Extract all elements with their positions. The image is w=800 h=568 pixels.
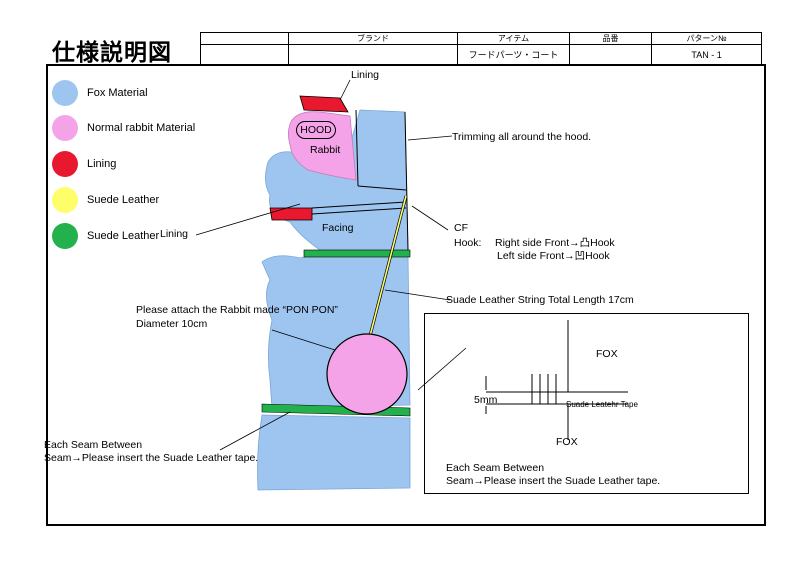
rabbit-hood-area	[288, 111, 357, 181]
legend-swatch	[52, 115, 78, 141]
label-inset-5mm: 5mm	[474, 394, 498, 406]
legend-suede-yellow: Suede Leather	[48, 186, 218, 216]
label-seam-inset-1: Each Seam Between	[446, 462, 545, 474]
seam-detail-inset	[424, 313, 749, 494]
legend-label: Normal rabbit Material	[87, 122, 196, 134]
label-hook: Hook:	[454, 237, 482, 249]
label-facing: Facing	[322, 222, 354, 234]
label-cf: CF	[454, 222, 468, 234]
drawing-frame	[46, 64, 766, 526]
legend-label: Suede Leather	[87, 230, 160, 242]
hood-tag: HOOD	[296, 121, 336, 139]
legend-swatch	[52, 80, 78, 106]
label-pompon-1: Please attach the Rabbit made “PON PON”	[136, 304, 338, 316]
page-title: 仕様説明図	[52, 40, 172, 66]
legend-label: Suede Leather	[87, 194, 160, 206]
fox-bottom-body	[257, 414, 411, 491]
label-pompon-2: Diameter 10cm	[136, 318, 208, 330]
label-hook-left: Left side Front→凹Hook	[497, 250, 610, 262]
legend-label: Fox Material	[87, 87, 148, 99]
label-inset-fox-top: FOX	[596, 348, 618, 360]
label-trimming: Trimming all around the hood.	[452, 131, 592, 143]
legend-rabbit: Normal rabbit Material	[48, 114, 218, 144]
label-inset-fox-bottom: FOX	[556, 436, 578, 448]
legend-swatch	[52, 151, 78, 177]
header-table: ブランド アイテム 品番 パターン№ フードパーツ・コート TAN - 1	[200, 32, 762, 65]
label-seam-left-1: Each Seam Between	[44, 439, 143, 451]
label-lining-left: Lining	[160, 228, 189, 240]
label-seam-left-2: Seam→Please insert the Suade Leather tap…	[44, 452, 259, 464]
label-string: Suade Leather String Total Length 17cm	[446, 294, 634, 306]
legend-lining: Lining	[48, 150, 218, 180]
suede-tape-upper	[303, 249, 411, 258]
legend-fox: Fox Material	[48, 79, 218, 109]
label-inset-tape: Suade Leatehr Tape	[566, 400, 638, 409]
legend-swatch	[52, 187, 78, 213]
label-lining-top: Lining	[351, 69, 380, 81]
lining-left	[269, 207, 313, 221]
label-rabbit: Rabbit	[310, 144, 341, 156]
pom-pom	[326, 333, 408, 415]
legend-suede-green: Suede Leather	[48, 222, 218, 252]
legend-label: Lining	[87, 158, 117, 170]
label-seam-inset-2: Seam→Please insert the Suade Leather tap…	[446, 475, 661, 487]
label-hook-right: Right side Front→凸Hook	[495, 237, 615, 249]
legend-swatch	[52, 223, 78, 249]
lining-top	[299, 95, 349, 113]
